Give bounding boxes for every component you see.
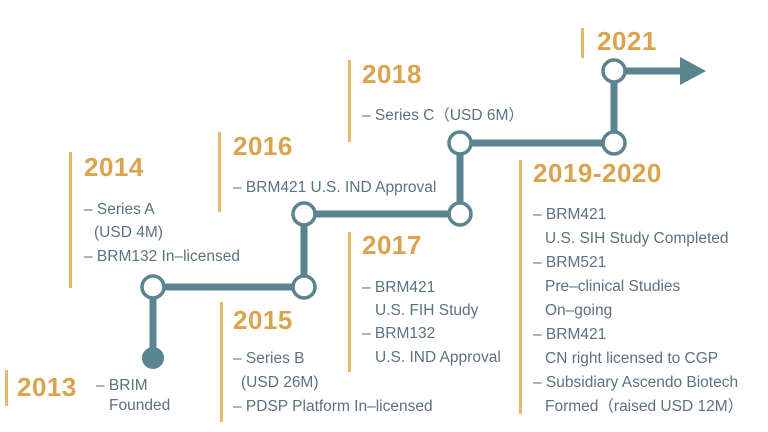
milestone-item: – BRIM bbox=[96, 377, 148, 394]
milestone-year-2018: 2018 bbox=[362, 59, 422, 89]
node-2016 bbox=[291, 201, 317, 227]
milestone-item: – BRM421 bbox=[533, 326, 607, 343]
milestone-item: (USD 26M) bbox=[241, 374, 319, 391]
milestone-bar-2016 bbox=[218, 132, 221, 212]
node-2019-2020 bbox=[601, 130, 627, 156]
milestone-item: – BRM421 bbox=[533, 206, 607, 223]
start-node-filled bbox=[142, 347, 164, 369]
milestone-item: – Series A bbox=[84, 201, 155, 218]
milestone-year-2019-2020: 2019-2020 bbox=[533, 158, 662, 188]
milestone-item: – BRM421 bbox=[362, 279, 436, 296]
milestone-item: – BRM132 In–licensed bbox=[84, 248, 240, 265]
arrow-head-icon bbox=[680, 57, 706, 85]
milestone-year-2017: 2017 bbox=[362, 230, 422, 260]
milestone-item: (USD 4M) bbox=[94, 224, 163, 241]
milestone-bar-2019-2020 bbox=[519, 160, 522, 414]
milestone-item: – Series C（USD 6M） bbox=[362, 107, 524, 124]
milestone-item: – BRM132 bbox=[362, 325, 436, 342]
milestone-year-2015: 2015 bbox=[233, 305, 293, 335]
node-2014 bbox=[140, 274, 166, 300]
milestone-year-2014: 2014 bbox=[84, 152, 144, 182]
milestone-bar-2014 bbox=[69, 152, 72, 288]
milestone-item: – PDSP Platform In–licensed bbox=[233, 398, 433, 415]
milestone-bar-2018 bbox=[348, 60, 351, 142]
milestone-item: – BRM421 U.S. IND Approval bbox=[233, 179, 437, 196]
milestone-item: U.S. IND Approval bbox=[375, 349, 501, 366]
node-2015 bbox=[291, 274, 317, 300]
milestone-bar-2013 bbox=[5, 370, 8, 406]
milestone-year-2016: 2016 bbox=[233, 131, 293, 161]
milestone-item: Pre–clinical Studies bbox=[545, 278, 681, 295]
node-2021 bbox=[601, 58, 627, 84]
milestone-item: – Subsidiary Ascendo Biotech bbox=[533, 374, 739, 391]
milestone-item: U.S. SIH Study Completed bbox=[545, 230, 729, 247]
milestone-item: On–going bbox=[545, 302, 613, 319]
node-2018 bbox=[447, 130, 473, 156]
milestone-item: – Series B bbox=[233, 350, 305, 367]
milestone-item: CN right licensed to CGP bbox=[545, 350, 719, 367]
milestone-bar-2017 bbox=[348, 232, 351, 372]
milestone-bar-2021 bbox=[581, 28, 584, 58]
milestone-item: Founded bbox=[109, 397, 171, 414]
milestone-item: Formed（raised USD 12M） bbox=[545, 398, 744, 415]
milestone-bar-2015 bbox=[220, 302, 223, 422]
node-2017 bbox=[447, 201, 473, 227]
milestone-item: U.S. FIH Study bbox=[375, 302, 479, 319]
milestone-year-2021: 2021 bbox=[597, 26, 657, 56]
milestone-year-2013: 2013 bbox=[17, 372, 77, 402]
milestone-item: – BRM521 bbox=[533, 254, 607, 271]
